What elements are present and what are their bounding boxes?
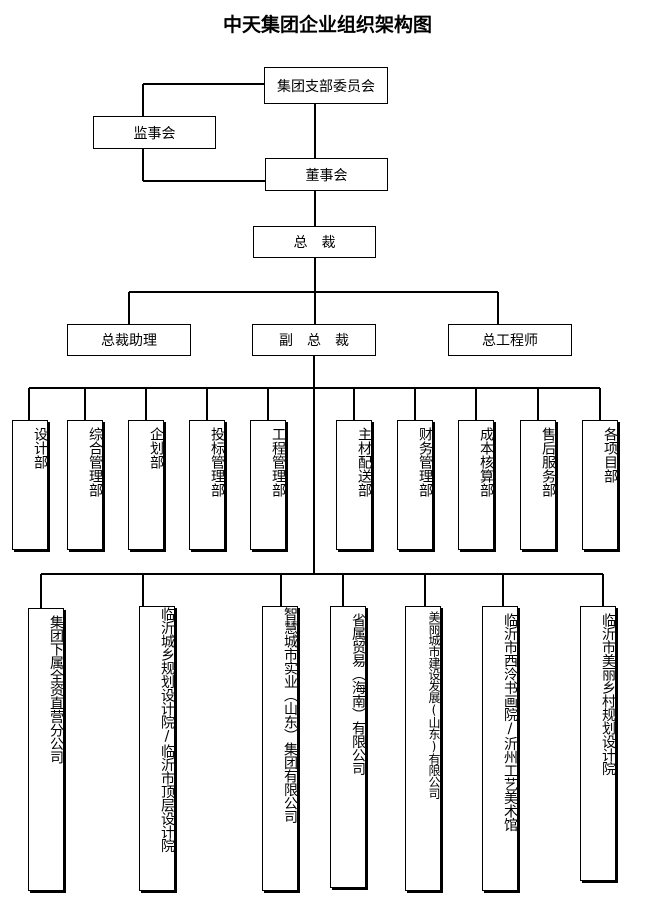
subsidiary-label: 临沂市美丽乡村规划设计院 <box>600 613 616 775</box>
department-box: 投标管理部 <box>189 420 225 550</box>
department-box: 各项目部 <box>582 420 618 550</box>
chart-title: 中天集团企业组织架构图 <box>222 14 432 36</box>
board-of-directors-label: 董事会 <box>305 167 348 184</box>
subsidiary-box: 美丽城市建设发展(山东)有限公司 <box>405 606 441 891</box>
department-label: 企划部 <box>148 427 164 469</box>
department-box: 企划部 <box>128 420 164 550</box>
subsidiary-label: 美丽城市建设发展(山东)有限公司 <box>427 611 441 799</box>
assistant-president-label: 总裁助理 <box>101 333 157 349</box>
president-label: 总 裁 <box>293 235 336 251</box>
subsidiary-label: 临沂市西泠书画院/沂州工艺美术馆 <box>502 613 518 831</box>
vice-president-box: 副 总 裁 <box>252 324 376 356</box>
board-of-directors-box: 董事会 <box>265 158 388 191</box>
department-label: 工程管理部 <box>270 427 286 497</box>
subsidiary-box: 临沂市西泠书画院/沂州工艺美术馆 <box>482 606 518 891</box>
department-box: 财务管理部 <box>397 420 433 550</box>
subsidiary-label: 智慧城市实业（山东）集团有限公司 <box>282 607 298 823</box>
department-box: 售后服务部 <box>520 420 556 550</box>
department-label: 售后服务部 <box>540 427 556 497</box>
supervisory-board-label: 监事会 <box>133 125 176 142</box>
subsidiary-label: 集团下属全资直营分公司 <box>48 615 64 764</box>
department-label: 各项目部 <box>602 427 618 483</box>
subsidiary-box: 省属贸易（海南）有限公司 <box>330 606 366 888</box>
department-box: 主材配送部 <box>336 420 372 550</box>
chief-engineer-box: 总工程师 <box>448 324 572 356</box>
party-committee-box: 集团支部委员会 <box>264 67 388 104</box>
subsidiary-label: 临沂城乡规划设计院/临沂市顶层设计院 <box>159 607 175 852</box>
department-label: 主材配送部 <box>356 427 372 497</box>
supervisory-board-box: 监事会 <box>93 116 216 149</box>
department-box: 设计部 <box>12 420 48 550</box>
department-box: 工程管理部 <box>250 420 286 550</box>
party-committee-label: 集团支部委员会 <box>277 78 375 95</box>
president-box: 总 裁 <box>253 226 376 258</box>
department-label: 设计部 <box>32 427 48 469</box>
subsidiary-box: 集团下属全资直营分公司 <box>28 608 64 891</box>
department-box: 成本核算部 <box>458 420 494 550</box>
subsidiary-box: 智慧城市实业（山东）集团有限公司 <box>262 606 298 891</box>
assistant-president-box: 总裁助理 <box>67 324 191 356</box>
vice-president-label: 副 总 裁 <box>279 333 349 349</box>
subsidiary-box: 临沂城乡规划设计院/临沂市顶层设计院 <box>139 606 175 891</box>
department-label: 成本核算部 <box>478 427 494 497</box>
department-label: 投标管理部 <box>209 427 225 497</box>
subsidiary-box: 临沂市美丽乡村规划设计院 <box>580 606 616 881</box>
department-label: 综合管理部 <box>87 427 103 497</box>
department-label: 财务管理部 <box>417 427 433 497</box>
subsidiary-label: 省属贸易（海南）有限公司 <box>350 613 366 775</box>
department-box: 综合管理部 <box>67 420 103 550</box>
chief-engineer-label: 总工程师 <box>482 333 538 349</box>
